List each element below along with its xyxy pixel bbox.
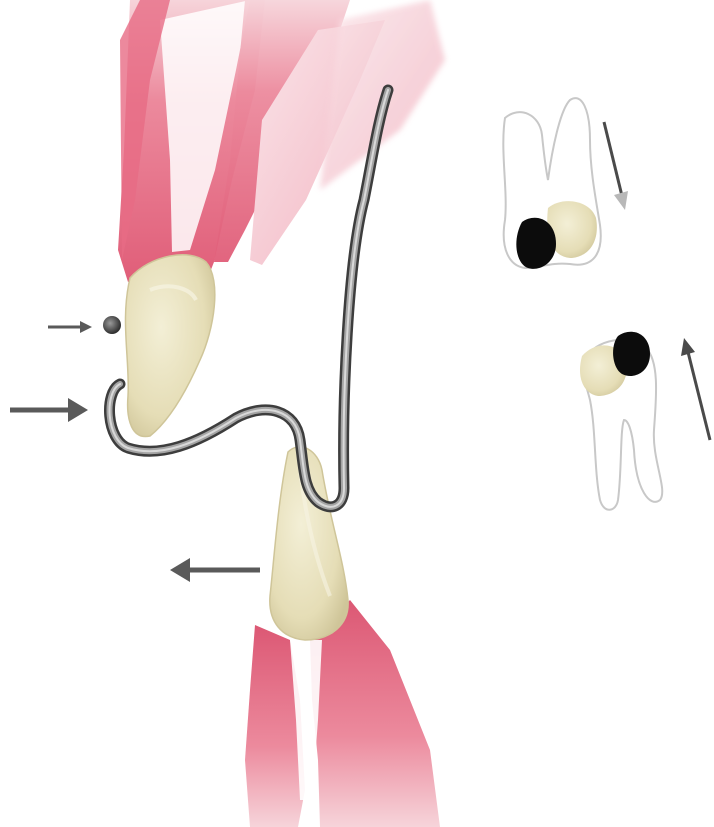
upper-gingiva <box>118 0 445 285</box>
upper-molar-icon <box>503 98 600 269</box>
wire-end-knob-icon <box>103 316 121 334</box>
lower-molar-icon <box>580 332 662 510</box>
lower-gingiva <box>245 600 440 827</box>
upper-incisor-icon <box>125 255 214 437</box>
occlusal-contact-lower <box>613 332 650 376</box>
